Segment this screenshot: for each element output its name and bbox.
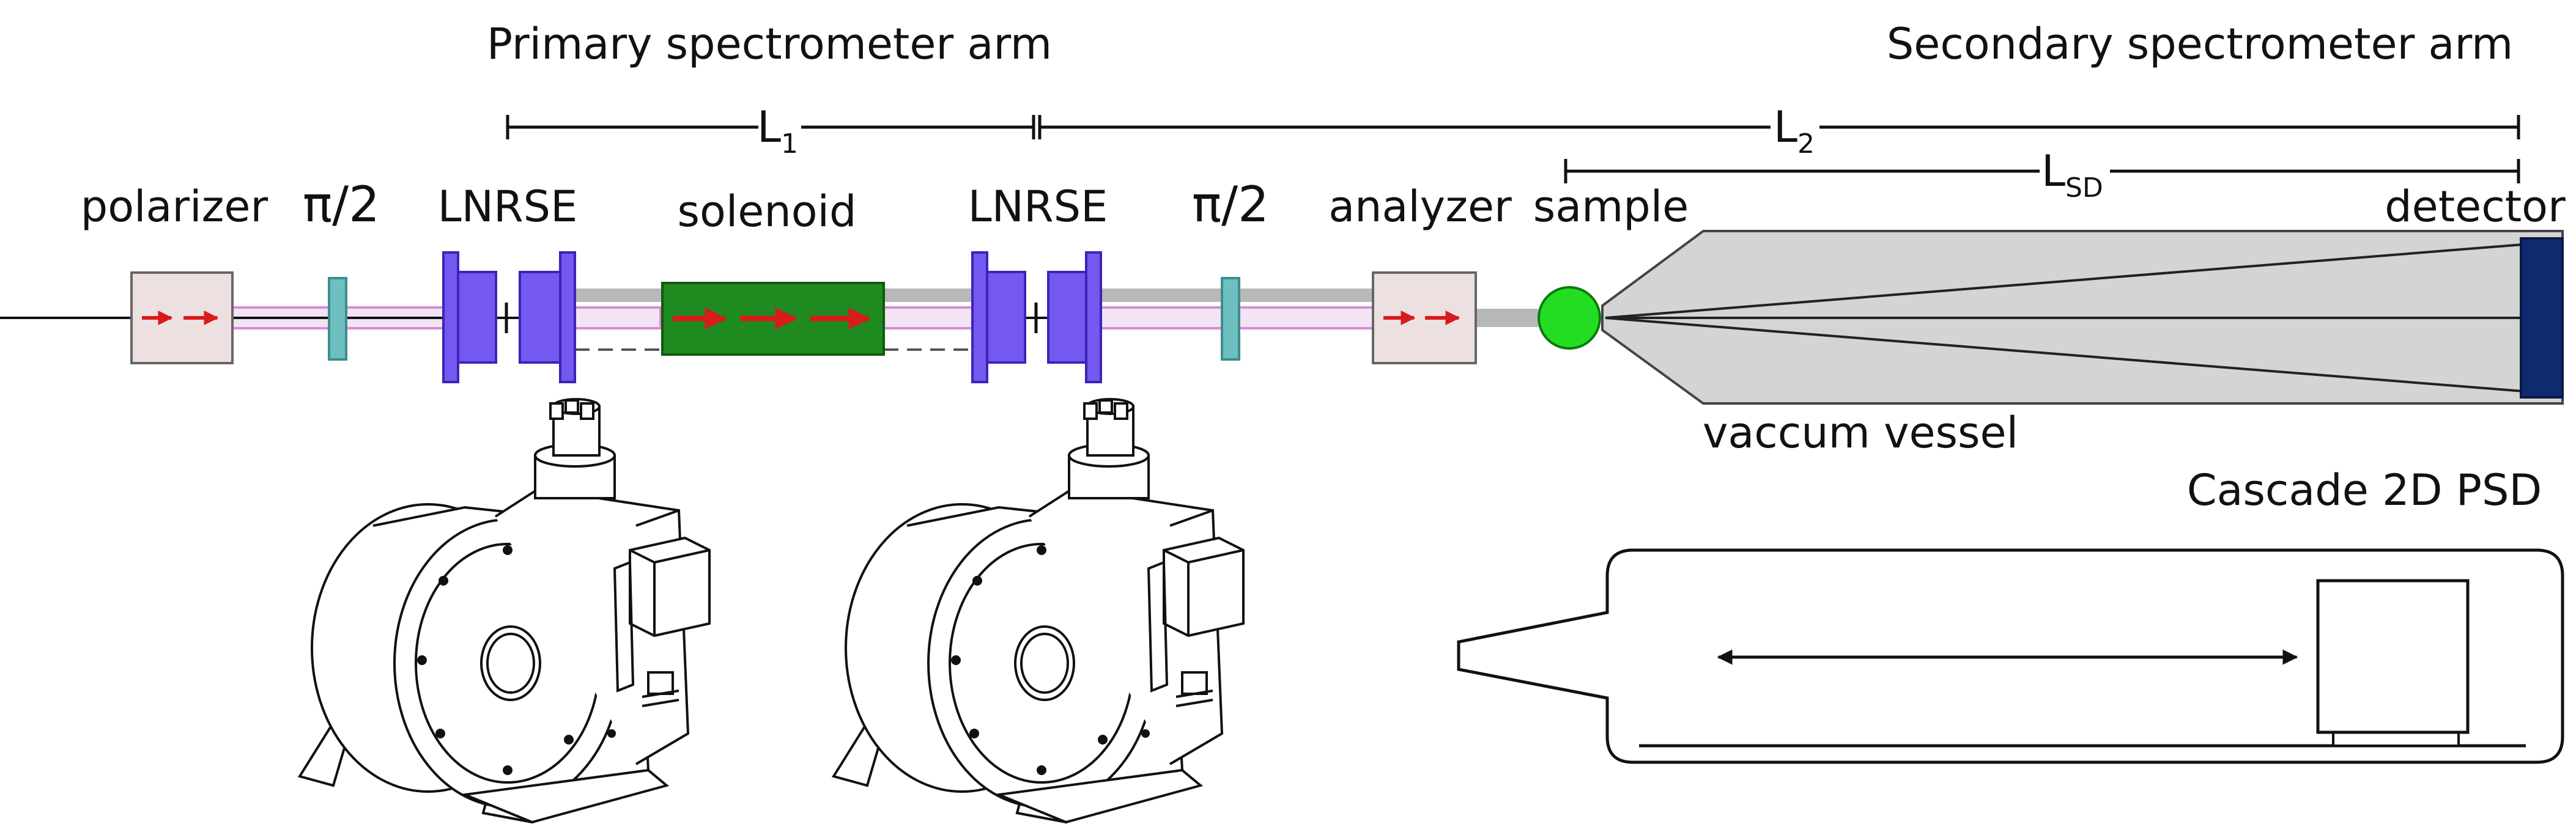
psd-vessel-schematic (1457, 548, 2564, 764)
l1-dimension: L1 (506, 102, 1035, 160)
polarizer-label: polarizer (81, 182, 268, 232)
lnrse-coil-drawing-1 (297, 398, 711, 824)
pi-half-flipper-2 (1221, 277, 1240, 361)
lnrse-coil-drawing-2 (831, 398, 1245, 824)
l2-label: L2 (1774, 102, 1815, 160)
vessel-label: vaccum vessel (1703, 408, 2018, 458)
lsd-dimension: LSD (1564, 146, 2520, 204)
detector-label: detector (2385, 182, 2566, 232)
lnrse-1 (442, 251, 576, 383)
secondary-arm-title: Secondary spectrometer arm (1887, 19, 2513, 69)
pi-half-1-label: π/2 (303, 176, 380, 233)
pi-half-2-label: π/2 (1192, 176, 1269, 233)
beam-guide (231, 289, 1538, 351)
lsd-label: LSD (2041, 146, 2103, 204)
psd-detector-box (2316, 579, 2470, 734)
psd-label: Cascade 2D PSD (2187, 465, 2542, 515)
solenoid (661, 282, 885, 356)
solenoid-label: solenoid (678, 186, 857, 237)
lnrse-2 (971, 251, 1102, 383)
l2-dimension: L2 (1038, 102, 2520, 160)
pi-half-flipper-1 (328, 277, 347, 361)
polarizer-box (130, 271, 234, 364)
lnrse-2-label: LNRSE (968, 182, 1108, 232)
analyzer-label: analyzer (1328, 182, 1512, 232)
lnrse-1-label: LNRSE (438, 182, 578, 232)
analyzer-box (1372, 271, 1477, 364)
l1-label: L1 (757, 102, 798, 160)
primary-arm-title: Primary spectrometer arm (487, 19, 1052, 69)
sample-sphere (1538, 286, 1601, 350)
vacuum-vessel (1601, 230, 2564, 405)
sample-label: sample (1533, 182, 1689, 232)
detector (2520, 237, 2564, 399)
